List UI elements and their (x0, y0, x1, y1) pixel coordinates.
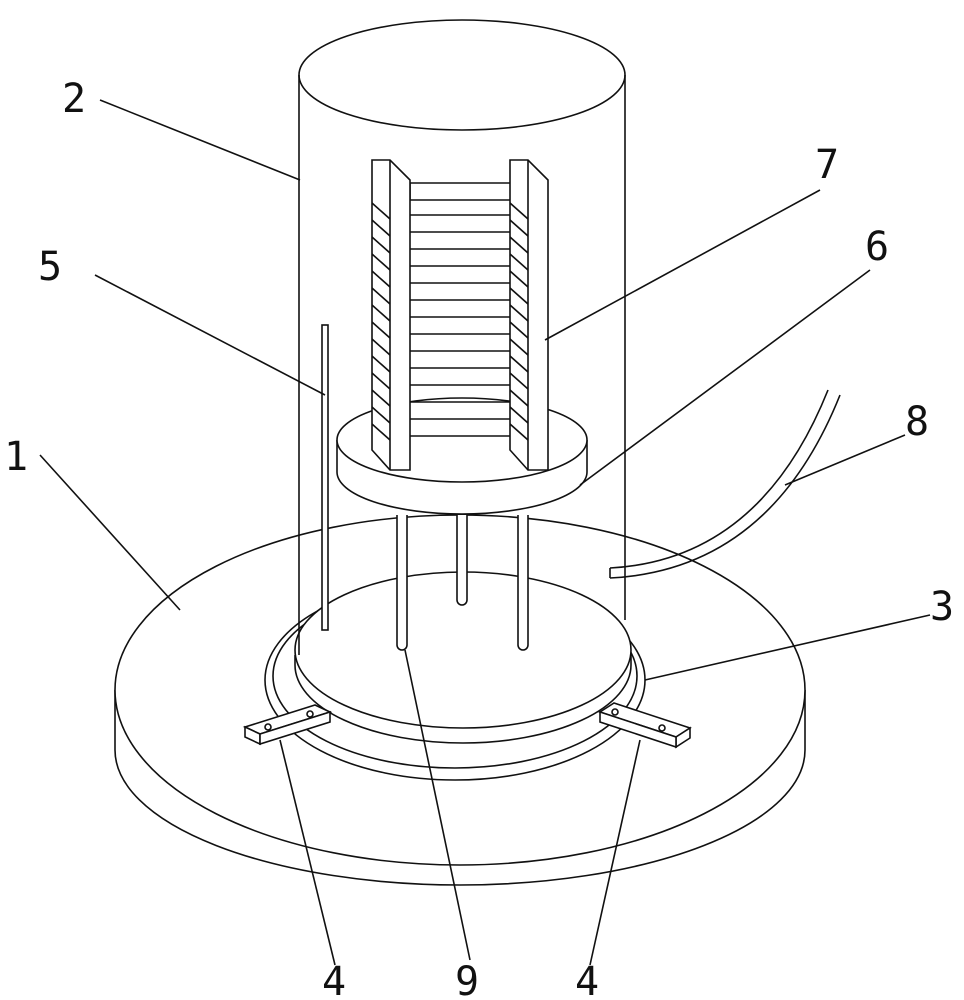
label-2: 2 (62, 76, 86, 122)
label-7: 7 (815, 142, 839, 188)
label-4-right: 4 (575, 959, 599, 1000)
label-8: 8 (905, 399, 929, 445)
label-4-left: 4 (322, 959, 346, 1000)
label-1: 1 (4, 434, 28, 480)
label-9: 9 (455, 959, 479, 1000)
label-6: 6 (865, 224, 889, 270)
label-3: 3 (930, 584, 954, 630)
rod (322, 325, 328, 630)
label-5: 5 (38, 244, 62, 290)
